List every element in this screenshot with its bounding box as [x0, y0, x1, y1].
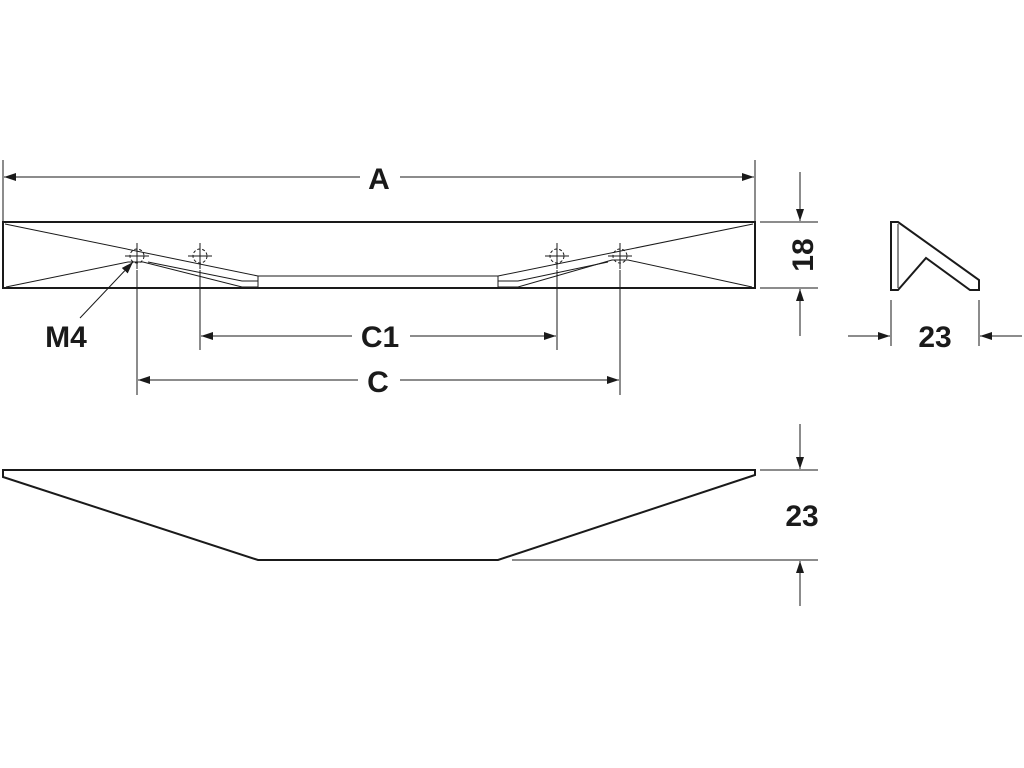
dimension-profile-height: 23: [512, 424, 819, 606]
hole-mark-outer-left: [125, 243, 149, 269]
dimension-a: A: [2, 160, 756, 222]
dimension-c: C: [136, 270, 621, 399]
bottom-view: [1, 469, 756, 561]
grip-inner-outline-right: [498, 261, 609, 282]
side-profile: [890, 221, 980, 291]
dimension-label-a: A: [368, 163, 390, 196]
dimension-label-c: C: [367, 366, 389, 399]
dimension-label-side-23: 23: [918, 321, 951, 354]
thread-callout: M4: [45, 261, 134, 354]
hole-marks: [125, 243, 632, 269]
dimension-side-depth: 23: [848, 300, 1022, 354]
dimension-label-c1: C1: [361, 321, 399, 354]
grip-outline: [5, 259, 753, 288]
thread-label: M4: [45, 321, 87, 354]
dimension-c1: C1: [199, 270, 558, 354]
hole-mark-inner-right: [545, 243, 569, 269]
bottom-view-outline: [1, 469, 756, 561]
side-profile-outline: [890, 221, 980, 291]
front-outline: [2, 221, 756, 289]
dimension-label-profile-23: 23: [785, 500, 818, 533]
front-view: [2, 221, 756, 289]
hole-mark-outer-right: [608, 243, 632, 269]
grip-inner-outline: [147, 261, 258, 282]
bevel-line-left: [4, 223, 259, 277]
dimension-front-height: 18: [760, 172, 820, 336]
dimension-label-18: 18: [787, 238, 820, 271]
bevel-line-right: [497, 223, 754, 277]
hole-mark-inner-left: [188, 243, 212, 269]
